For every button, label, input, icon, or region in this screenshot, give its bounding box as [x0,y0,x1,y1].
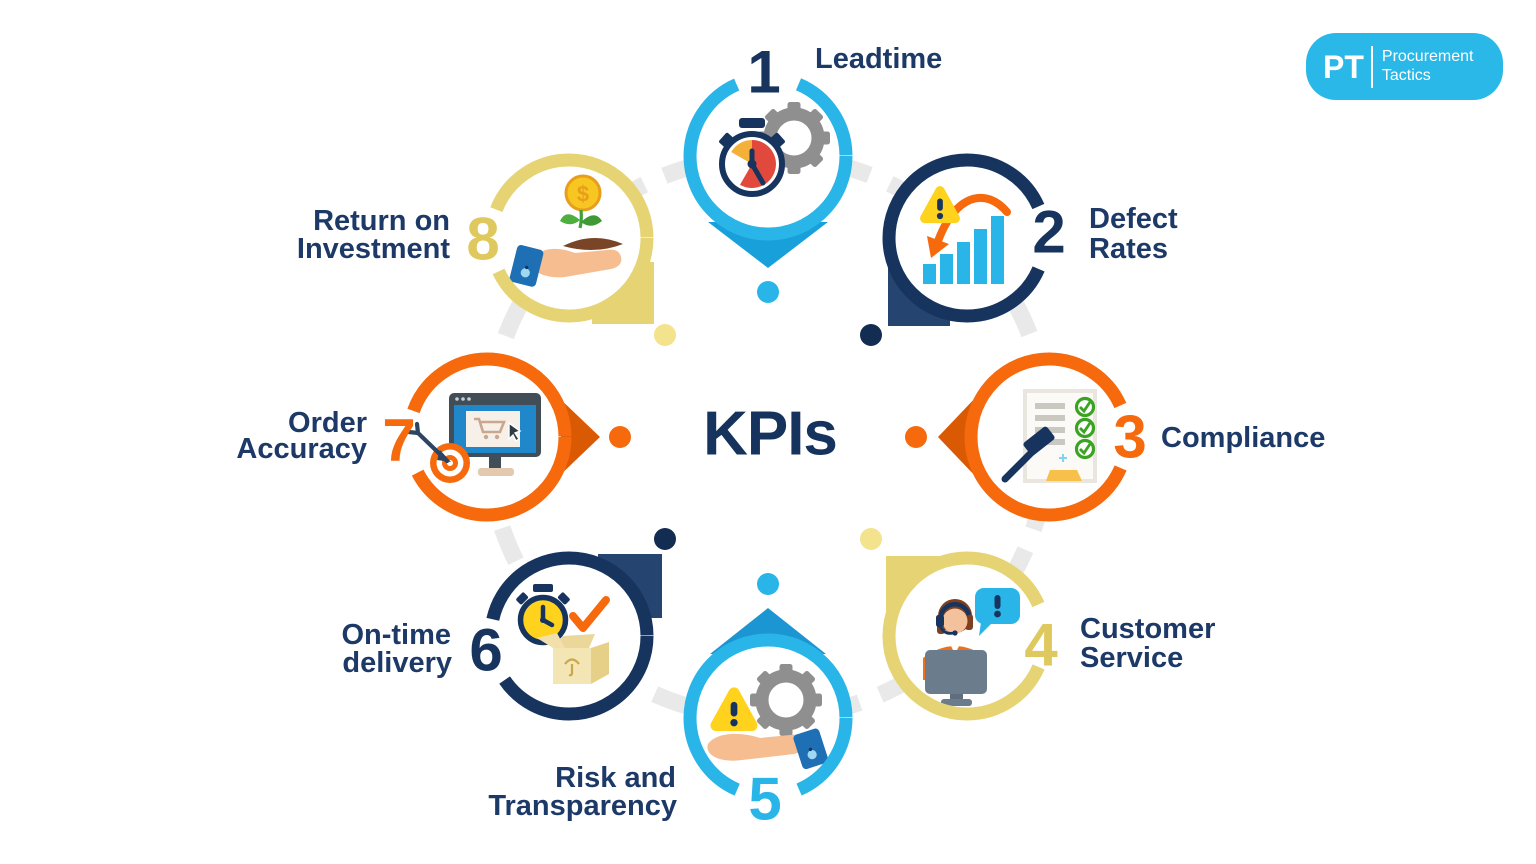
monitor-target-arrow-icon [406,393,541,483]
hand-warning-gear-icon [707,664,829,770]
item-number-7: 7 [382,407,415,474]
label-leadtime: Leadtime [815,43,942,75]
dot-top-left [654,324,676,346]
ring [484,153,654,323]
dot-bottom-right [860,528,882,550]
brand-abbr: PT [1323,48,1364,85]
kpi-item-risk-transparency [683,633,853,803]
label-compliance: Compliance [1161,422,1325,454]
warning-bar-chart-icon [923,191,1011,284]
label-roi-line1: Return on [313,205,450,237]
dot-top-right [860,324,882,346]
stopwatch-package-check-icon [516,584,610,684]
ring [882,153,1052,323]
label-ontime-line1: On-time [341,619,451,651]
label-customer-line1: Customer [1080,613,1215,645]
kpi-item-compliance [964,352,1134,522]
brand-name-line2: Tactics [1381,66,1431,84]
label-customer-line2: Service [1080,642,1183,674]
dot-top [757,281,779,303]
label-order-line1: Order [288,407,367,439]
dot-left [609,426,631,448]
coin-dollar-glyph: $ [577,182,589,207]
kpi-item-roi: $ [484,153,654,323]
ring [484,551,654,721]
kpi-item-customer-service [882,551,1052,721]
ring [882,551,1052,721]
label-risk-line1: Risk and [555,762,676,794]
label-defect-line1: Defect [1089,203,1178,235]
dot-right [905,426,927,448]
item-number-1: 1 [747,39,780,106]
item-number-4: 4 [1024,612,1058,679]
brand-name: Procurement Tactics [1382,48,1474,85]
kpi-item-leadtime [683,71,853,241]
item-number-6: 6 [469,617,502,684]
item-number-5: 5 [748,766,781,833]
kpi-item-order-accuracy [402,352,572,522]
ring [683,633,853,803]
dot-bottom-left [654,528,676,550]
hand-plant-coin-icon: $ [509,174,623,287]
item-number-3: 3 [1113,404,1146,471]
stopwatch-gear-icon [719,102,830,197]
center-title: KPIs [703,400,837,469]
kpi-item-ontime-delivery [484,551,654,721]
label-order-line2: Accuracy [236,433,367,465]
brand-divider [1370,45,1373,88]
kpi-item-defect-rates [882,153,1052,323]
label-defect-line2: Rates [1089,233,1168,265]
label-roi-line2: Investment [297,233,450,265]
ring [402,352,572,522]
item-number-8: 8 [466,206,499,273]
dot-bottom [757,573,779,595]
gavel-checklist-icon [1001,389,1097,483]
brand-logo: PT Procurement Tactics [1306,33,1503,100]
item-number-2: 2 [1032,199,1065,266]
ring [683,71,853,241]
label-ontime-line2: delivery [342,647,452,679]
ring [964,352,1134,522]
label-risk-line2: Transparency [488,790,677,822]
brand-name-line1: Procurement [1381,48,1474,66]
customer-support-agent-icon [923,588,1020,706]
